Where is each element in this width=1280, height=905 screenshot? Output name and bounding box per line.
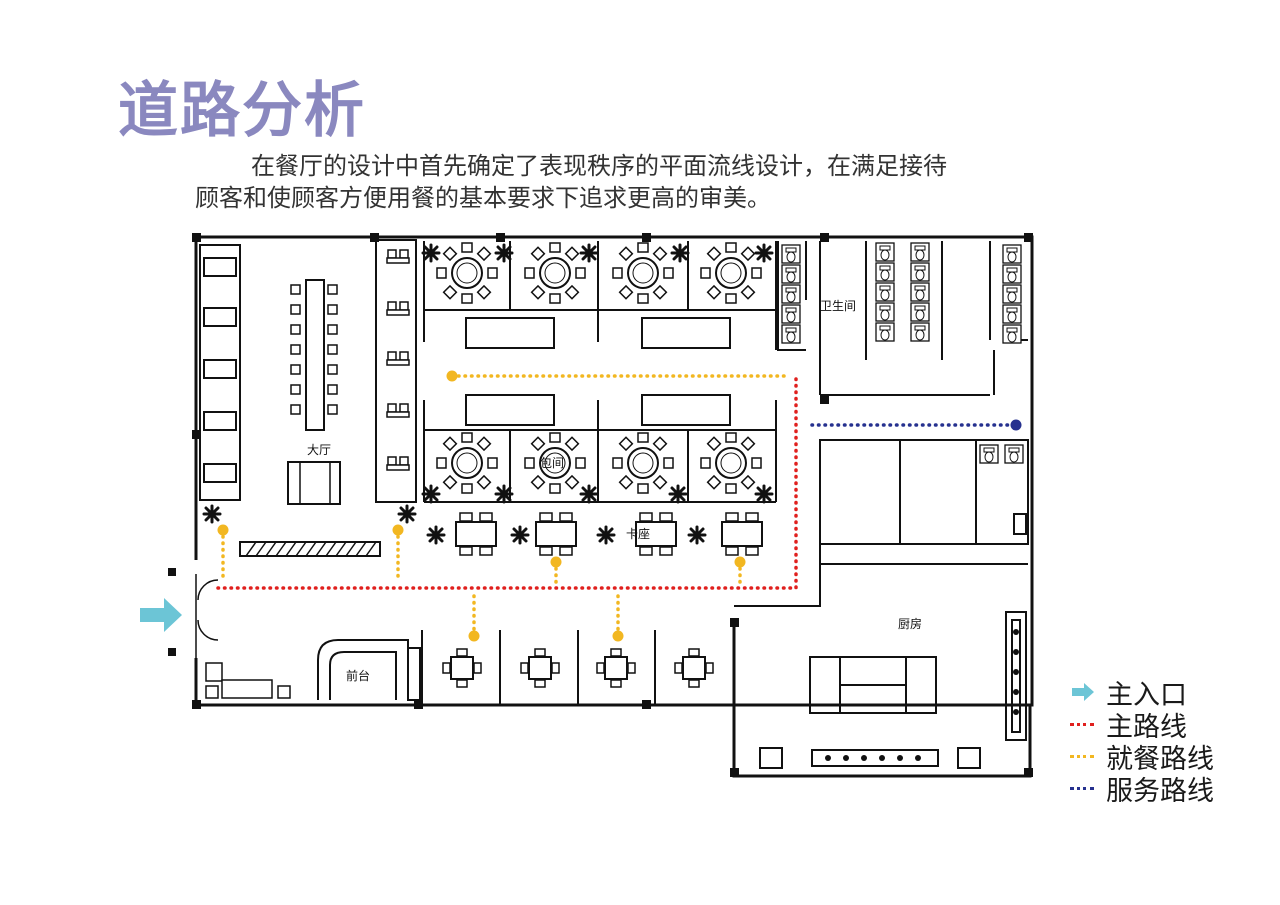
main-entrance-arrow <box>140 598 182 632</box>
hall-long-table <box>287 279 341 505</box>
legend-label: 主路线 <box>1106 711 1187 743</box>
entrance-door <box>195 574 219 658</box>
room-label-kitchen: 厨房 <box>898 616 922 631</box>
legend: 主入口 主路线 就餐路线 服务路线 <box>1070 676 1214 807</box>
description-line-1: 在餐厅的设计中首先确定了表现秩序的平面流线设计，在满足接待 <box>251 152 947 180</box>
arrow-right-icon <box>1072 683 1094 701</box>
legend-label: 服务路线 <box>1106 775 1214 807</box>
dotted-line-icon <box>1070 754 1094 758</box>
legend-label: 主入口 <box>1106 679 1187 711</box>
dotted-line-icon <box>1070 786 1094 790</box>
small-tables-column <box>386 249 410 471</box>
lower-partitions <box>421 630 656 705</box>
routes <box>216 374 1014 638</box>
description: 在餐厅的设计中首先确定了表现秩序的平面流线设计，在满足接待 顾客和使顾客方便用餐… <box>195 150 1045 214</box>
room-label-booth: 卡座 <box>626 526 650 541</box>
room-label-hall: 大厅 <box>307 443 331 457</box>
description-line-2: 顾客和使顾客方便用餐的基本要求下追求更高的审美。 <box>195 184 771 212</box>
sofa <box>205 662 291 699</box>
front-desk <box>317 639 421 701</box>
room-label-restroom: 卫生间 <box>820 299 856 313</box>
burners <box>825 629 1019 761</box>
room-label-private: 包间 <box>540 456 564 470</box>
hatched-counter <box>239 541 381 557</box>
legend-item-main-route: 主路线 <box>1070 708 1214 743</box>
restroom-walls <box>777 241 1028 396</box>
column-seating <box>375 239 417 503</box>
route-endpoints <box>217 370 1022 642</box>
page-title: 道路分析 <box>118 76 366 146</box>
legend-item-dining-route: 就餐路线 <box>1070 740 1214 775</box>
main-route <box>216 374 798 590</box>
dotted-line-icon <box>1070 722 1094 726</box>
outer-walls <box>194 235 1034 778</box>
legend-item-service-route: 服务路线 <box>1070 772 1214 807</box>
room-label-front-desk: 前台 <box>346 668 370 683</box>
toilets <box>781 242 1024 464</box>
private-room-walls <box>423 241 777 503</box>
legend-item-entrance: 主入口 <box>1070 676 1214 711</box>
dining-route-drops <box>221 528 742 638</box>
staff-rooms <box>734 439 1029 607</box>
legend-label: 就餐路线 <box>1106 743 1214 775</box>
window-booths <box>199 244 241 501</box>
wall-columns <box>192 233 1033 777</box>
kitchen-fixtures <box>759 611 1027 769</box>
